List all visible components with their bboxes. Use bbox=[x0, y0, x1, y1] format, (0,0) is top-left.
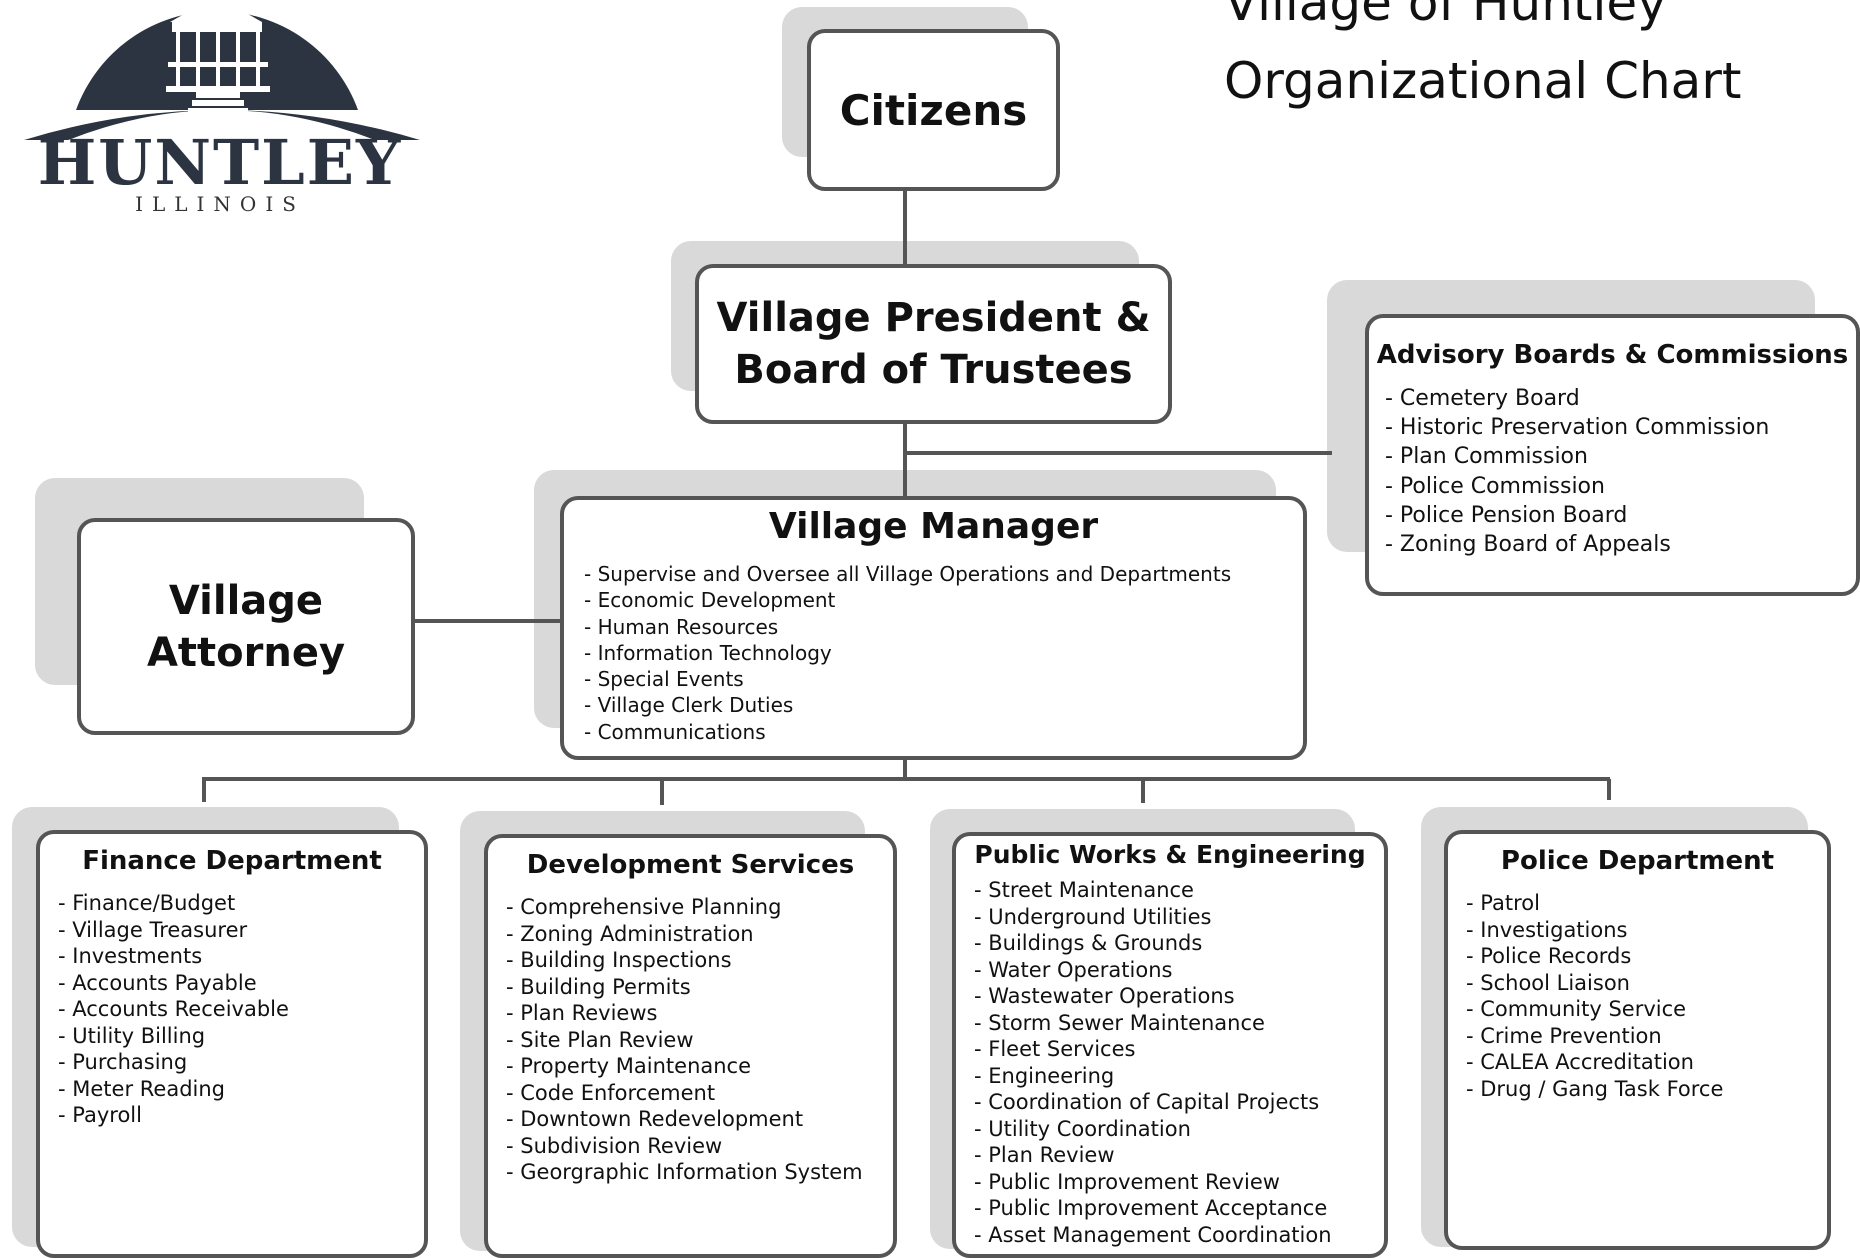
list-item: - Meter Reading bbox=[58, 1076, 225, 1101]
list-item: - Public Improvement Acceptance bbox=[974, 1196, 1328, 1220]
board-of-trustees-box: Village President & Board of Trustees bbox=[695, 264, 1172, 424]
board-title-line-1: Village President & bbox=[716, 295, 1151, 341]
advisory-boards-box: Advisory Boards & Commissions - Cemetery… bbox=[1365, 314, 1860, 596]
attorney-title-line-2: Attorney bbox=[146, 629, 346, 676]
list-item: - Investigations bbox=[1466, 917, 1628, 942]
village-attorney-box: Village Attorney bbox=[77, 518, 415, 735]
list-item: - Historic Preservation Commission bbox=[1385, 415, 1770, 441]
list-item: - Fleet Services bbox=[974, 1037, 1136, 1061]
finance-title: Finance Department bbox=[82, 846, 382, 876]
manager-duties-list: - Supervise and Oversee all Village Oper… bbox=[584, 561, 1303, 745]
list-item: - Special Events bbox=[584, 667, 744, 692]
finance-department-box: Finance Department - Finance/Budget - Vi… bbox=[36, 830, 428, 1258]
list-item: - Coordination of Capital Projects bbox=[974, 1090, 1320, 1114]
list-item: - School Liaison bbox=[1466, 970, 1630, 995]
manager-title: Village Manager bbox=[768, 506, 1099, 547]
list-item: - Underground Utilities bbox=[974, 904, 1212, 929]
list-item: - Georgraphic Information System bbox=[506, 1160, 863, 1184]
village-manager-box: Village Manager - Supervise and Oversee … bbox=[560, 496, 1307, 760]
development-list: - Comprehensive Planning - Zoning Admini… bbox=[506, 894, 893, 1186]
list-item: - CALEA Accreditation bbox=[1466, 1050, 1694, 1074]
list-item: - Comprehensive Planning bbox=[506, 895, 782, 919]
list-item: - Cemetery Board bbox=[1385, 386, 1580, 411]
list-item: - Communications bbox=[584, 719, 766, 744]
attorney-title-line-1: Village bbox=[168, 577, 324, 624]
list-item: - Utility Coordination bbox=[974, 1116, 1191, 1141]
development-services-box: Development Services - Comprehensive Pla… bbox=[484, 834, 897, 1258]
list-item: - Plan Review bbox=[974, 1143, 1115, 1167]
list-item: - Code Enforcement bbox=[506, 1080, 716, 1105]
list-item: - Crime Prevention bbox=[1466, 1023, 1662, 1048]
list-item: - Site Plan Review bbox=[506, 1027, 694, 1052]
list-item: - Investments bbox=[58, 944, 203, 968]
advisory-list: - Cemetery Board - Historic Preservation… bbox=[1385, 384, 1856, 559]
police-department-box: Police Department - Patrol - Investigati… bbox=[1444, 830, 1831, 1250]
list-item: - Payroll bbox=[58, 1103, 142, 1127]
list-item: - Village Treasurer bbox=[58, 917, 248, 942]
police-list: - Patrol - Investigations - Police Recor… bbox=[1466, 890, 1827, 1102]
list-item: - Patrol bbox=[1466, 891, 1540, 915]
police-title: Police Department bbox=[1500, 846, 1775, 876]
list-item: - Building Permits bbox=[506, 974, 691, 999]
list-item: - Asset Management Coordination bbox=[974, 1222, 1332, 1247]
list-item: - Public Improvement Review bbox=[974, 1169, 1280, 1194]
list-item: - Village Clerk Duties bbox=[584, 693, 794, 718]
list-item: - Community Service bbox=[1466, 997, 1687, 1021]
finance-list: - Finance/Budget - Village Treasurer - I… bbox=[58, 890, 424, 1129]
huntley-logo: HUNTLEY ILLINOIS bbox=[20, 0, 420, 222]
list-item: - Property Maintenance bbox=[506, 1054, 752, 1078]
list-item: - Purchasing bbox=[58, 1050, 188, 1074]
list-item: - Storm Sewer Maintenance bbox=[974, 1010, 1265, 1035]
list-item: - Street Maintenance bbox=[974, 878, 1194, 902]
list-item: - Finance/Budget bbox=[58, 891, 236, 915]
logo-state: ILLINOIS bbox=[135, 192, 305, 216]
citizens-title: Citizens bbox=[839, 85, 1028, 135]
list-item: - Buildings & Grounds bbox=[974, 931, 1203, 955]
list-item: - Subdivision Review bbox=[506, 1133, 723, 1158]
public-works-box: Public Works & Engineering - Street Main… bbox=[952, 832, 1388, 1258]
list-item: - Accounts Payable bbox=[58, 970, 257, 995]
list-item: - Zoning Board of Appeals bbox=[1385, 532, 1671, 558]
list-item: - Wastewater Operations bbox=[974, 984, 1235, 1008]
list-item: - Downtown Redevelopment bbox=[506, 1107, 804, 1131]
development-title: Development Services bbox=[526, 850, 855, 880]
public-works-list: - Street Maintenance - Underground Utili… bbox=[974, 877, 1384, 1248]
list-item: - Police Pension Board bbox=[1385, 502, 1628, 528]
list-item: - Police Commission bbox=[1385, 473, 1605, 499]
page-title-line-2: Organizational Chart bbox=[1224, 52, 1742, 110]
board-title-line-2: Board of Trustees bbox=[734, 347, 1133, 393]
page-title-line-1: Village of Huntley bbox=[1224, 0, 1667, 32]
gazebo-emblem-icon bbox=[24, 0, 420, 140]
list-item: - Plan Commission bbox=[1385, 444, 1588, 470]
list-item: - Economic Development bbox=[584, 588, 836, 613]
list-item: - Supervise and Oversee all Village Oper… bbox=[584, 562, 1232, 586]
list-item: - Building Inspections bbox=[506, 948, 732, 972]
list-item: - Zoning Administration bbox=[506, 921, 754, 946]
list-item: - Water Operations bbox=[974, 957, 1173, 982]
list-item: - Human Resources bbox=[584, 614, 779, 639]
list-item: - Information Technology bbox=[584, 640, 832, 665]
public-works-title: Public Works & Engineering bbox=[974, 840, 1366, 869]
list-item: - Utility Billing bbox=[58, 1023, 206, 1048]
logo-wordmark: HUNTLEY bbox=[37, 126, 403, 199]
list-item: - Accounts Receivable bbox=[58, 997, 289, 1021]
list-item: - Engineering bbox=[974, 1063, 1115, 1088]
list-item: - Drug / Gang Task Force bbox=[1466, 1076, 1724, 1101]
citizens-box: Citizens bbox=[807, 29, 1060, 191]
list-item: - Police Records bbox=[1466, 944, 1632, 968]
list-item: - Plan Reviews bbox=[506, 1001, 658, 1025]
advisory-title: Advisory Boards & Commissions bbox=[1376, 340, 1849, 370]
